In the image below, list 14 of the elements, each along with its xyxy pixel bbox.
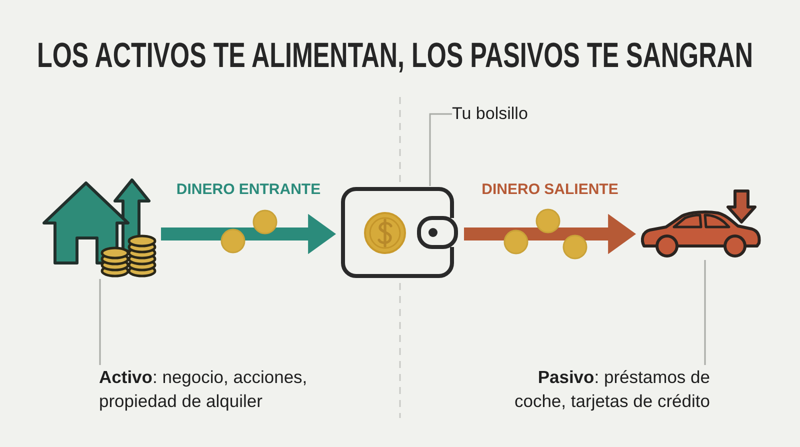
arrow <box>161 214 336 254</box>
callout-text: Activo: negocio, acciones, propiedad de alquiler <box>99 365 309 413</box>
house-coins-drawing <box>42 177 157 279</box>
callout-text: Pasivo: préstamos de coche, tarjetas de crédito <box>513 365 710 413</box>
arrow <box>464 214 636 254</box>
leader-line <box>99 279 101 365</box>
edge-label: DINERO ENTRANTE <box>176 181 321 199</box>
leader-line <box>704 260 706 365</box>
wallet-drawing <box>340 186 460 279</box>
edge-label: DINERO SALIENTE <box>482 181 618 199</box>
leader-line <box>429 113 452 186</box>
callout-label: Tu bolsillo <box>452 104 528 124</box>
car-drawing <box>640 188 762 260</box>
title: LOS ACTIVOS TE ALIMENTAN, LOS PASIVOS TE SANGRAN <box>37 37 753 75</box>
